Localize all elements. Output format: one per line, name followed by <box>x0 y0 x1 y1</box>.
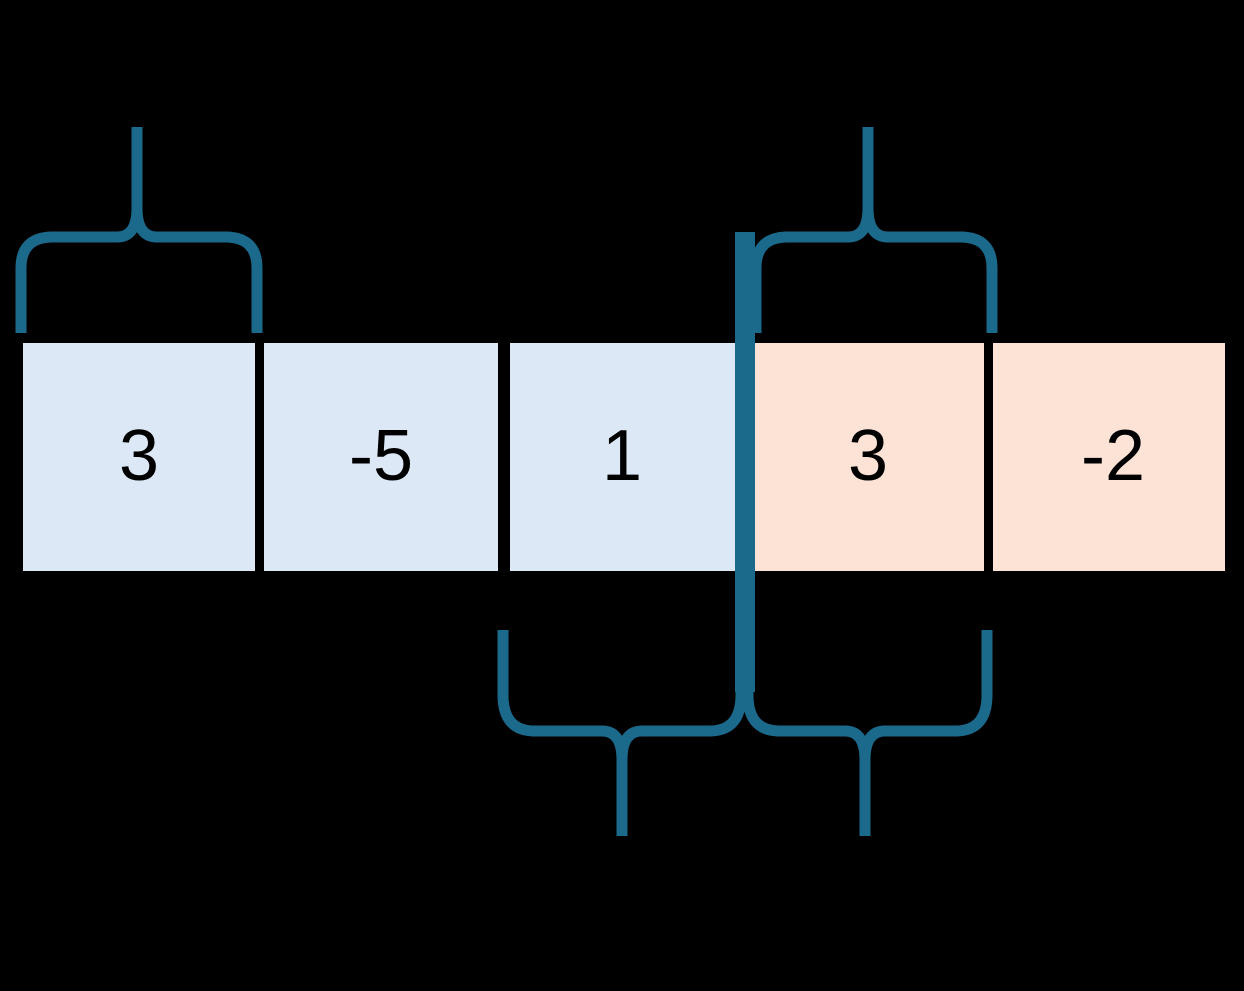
array-cell-3-value: 3 <box>848 416 888 496</box>
array-cell-2[interactable]: 1 <box>504 337 748 577</box>
array-cell-0-value: 3 <box>119 416 159 496</box>
brace-top-right-path <box>750 202 998 333</box>
array-cell-4[interactable]: -2 <box>987 337 1231 577</box>
array-cell-3[interactable]: 3 <box>745 337 990 577</box>
brace-top-right <box>750 127 998 333</box>
array-cell-2-value: 1 <box>602 416 642 496</box>
brace-bottom-right <box>742 630 993 836</box>
array-cell-1-rect[interactable] <box>258 337 504 577</box>
array-cell-0[interactable]: 3 <box>17 337 261 577</box>
array-cell-0-rect[interactable] <box>17 337 261 577</box>
array-cell-1-value: -5 <box>349 416 413 496</box>
array-cell-1[interactable]: -5 <box>258 337 504 577</box>
partition-divider[interactable] <box>735 232 755 692</box>
array-cells: 3 -5 1 3 -2 <box>17 337 1231 577</box>
partition-divider-bar[interactable] <box>735 232 755 692</box>
array-cell-4-value: -2 <box>1081 416 1145 496</box>
brace-top-left <box>15 127 263 333</box>
array-cell-2-rect[interactable] <box>504 337 748 577</box>
brace-bottom-left <box>497 630 747 836</box>
brace-top-left-path <box>15 202 263 333</box>
array-cell-4-rect[interactable] <box>987 337 1231 577</box>
brace-bottom-left-path <box>497 630 747 766</box>
brace-bottom-right-path <box>742 630 993 766</box>
